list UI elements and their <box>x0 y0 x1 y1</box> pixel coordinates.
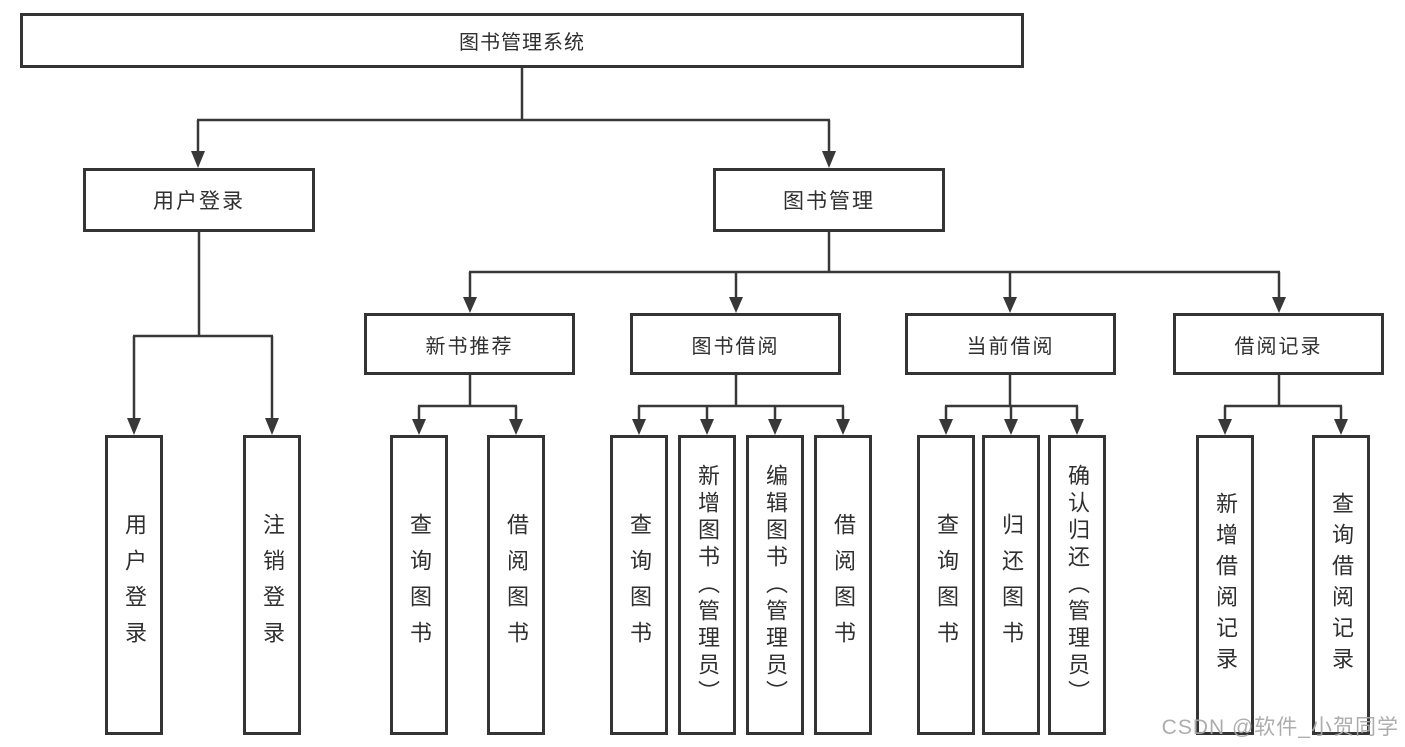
node-book-borrow: 图书借阅 <box>630 313 841 375</box>
node-leaf-query-borrow-record: 查询借阅记录 <box>1312 435 1370 735</box>
node-leaf-query-books: 查询图书 <box>610 435 668 735</box>
node-new-book-recommend: 新书推荐 <box>364 313 575 375</box>
node-user-login-module: 用户登录 <box>83 168 315 232</box>
node-leaf-borrow-books: 借阅图书 <box>487 435 545 735</box>
node-leaf-confirm-return-admin: 确认归还（管理员） <box>1048 435 1106 735</box>
node-leaf-borrow-books: 借阅图书 <box>814 435 872 735</box>
node-root-system: 图书管理系统 <box>20 13 1024 68</box>
node-leaf-add-borrow-record: 新增借阅记录 <box>1196 435 1254 735</box>
node-leaf-return-books: 归还图书 <box>982 435 1040 735</box>
node-borrow-records: 借阅记录 <box>1173 313 1384 375</box>
node-book-management-module: 图书管理 <box>713 168 945 232</box>
node-leaf-add-books-admin: 新增图书（管理员） <box>678 435 736 735</box>
node-current-borrow: 当前借阅 <box>905 313 1116 375</box>
node-leaf-edit-books-admin: 编辑图书（管理员） <box>746 435 804 735</box>
node-leaf-query-books: 查询图书 <box>390 435 448 735</box>
node-leaf-query-books: 查询图书 <box>917 435 975 735</box>
csdn-watermark: CSDN @软件_小贺同学 <box>1161 716 1399 739</box>
node-leaf-logout: 注销登录 <box>243 435 301 735</box>
node-leaf-user-login: 用户登录 <box>105 435 163 735</box>
